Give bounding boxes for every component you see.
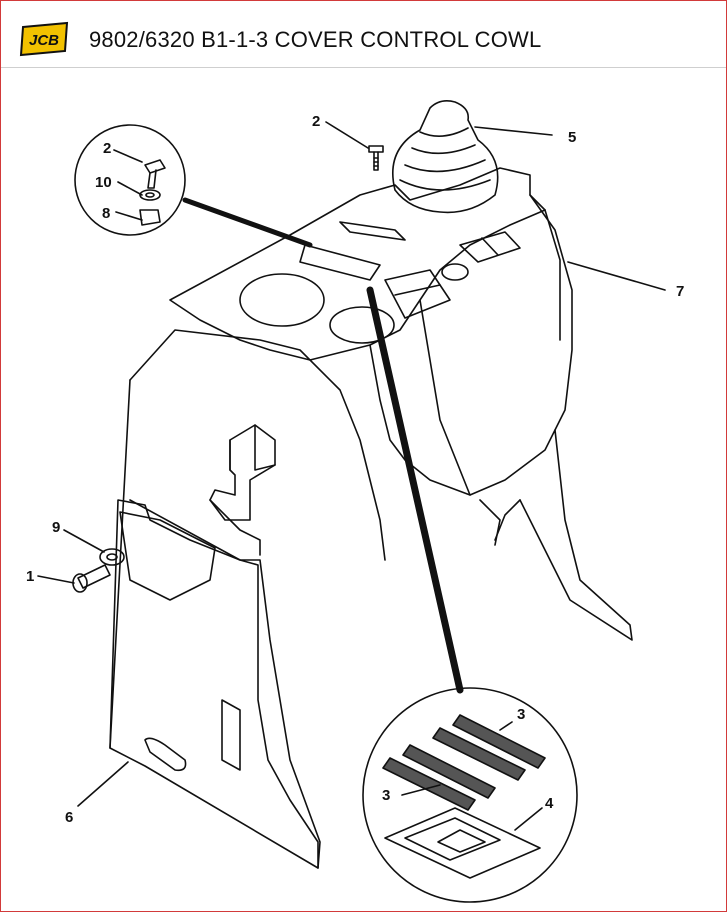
callout-3a: 3: [517, 706, 525, 723]
page-title: 9802/6320 B1-1-3 COVER CONTROL COWL: [89, 27, 542, 52]
panel-slot-2: [221, 699, 241, 771]
leader-3a: [499, 721, 513, 731]
callout-8: 8: [102, 205, 110, 222]
leader-3b: [401, 784, 441, 796]
plate-cutout-1: [339, 221, 406, 241]
inset-circle-seals: [362, 687, 578, 903]
callout-10: 10: [95, 174, 112, 191]
leader-1: [37, 575, 75, 584]
panel-slot-1: [144, 737, 187, 772]
leader-9: [63, 529, 105, 553]
top-plate: [169, 167, 546, 361]
header-bar: JCB 9802/6320 B1-1-3 COVER CONTROL COWL: [1, 1, 726, 68]
callout-9: 9: [52, 519, 60, 536]
leader-8: [115, 211, 143, 221]
connector-bottom: [366, 286, 464, 694]
callout-3b: 3: [382, 787, 390, 804]
inner-bracket: [209, 424, 276, 521]
plate-round-hole: [441, 263, 469, 281]
connector-top: [182, 197, 313, 248]
plate-cutout-4: [459, 231, 521, 263]
seal-strip-a: [382, 714, 546, 811]
callout-2-main: 2: [312, 113, 320, 130]
leader-4: [514, 807, 543, 831]
screw-top: [368, 145, 384, 171]
leader-5: [474, 126, 553, 136]
leader-7: [567, 261, 666, 291]
callout-1: 1: [26, 568, 34, 585]
callout-5: 5: [568, 129, 576, 146]
gauge-hole-1: [239, 273, 325, 327]
leader-6: [77, 761, 129, 807]
leader-10: [117, 181, 143, 196]
front-panel-inner: [119, 511, 216, 601]
plate-part-4: [384, 807, 541, 879]
jcb-logo: JCB: [19, 21, 69, 57]
callout-4: 4: [545, 795, 554, 812]
bolt-side: [72, 548, 125, 593]
plate-cutout-2: [299, 244, 381, 281]
front-panel: [109, 499, 319, 869]
callout-6: 6: [65, 809, 73, 826]
callout-2-inset: 2: [103, 140, 111, 157]
cowl-right-leg: [519, 429, 633, 641]
cowl-left-side: [129, 329, 386, 561]
cowl-left-outline: [109, 379, 321, 869]
cowl-right-body: [369, 194, 573, 496]
logo-text: JCB: [29, 32, 59, 49]
gaiter-boot: [391, 100, 499, 214]
leader-2-inset: [113, 149, 143, 163]
plate-cutout-3: [384, 269, 451, 319]
callout-7: 7: [676, 283, 684, 300]
leader-2-main: [325, 121, 369, 149]
inset-circle-fasteners: [74, 124, 186, 236]
gauge-hole-2: [329, 306, 395, 344]
